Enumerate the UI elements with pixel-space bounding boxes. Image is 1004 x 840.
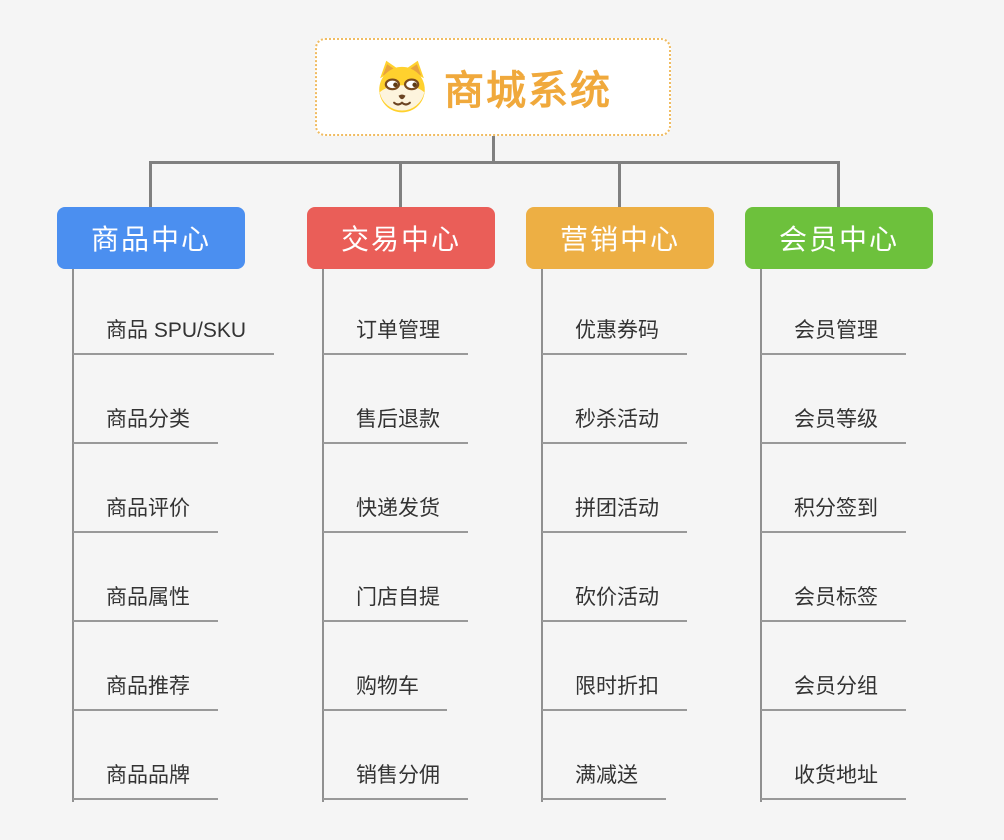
leaf-list: 订单管理 售后退款 快递发货 门店自提 购物车 销售分佣	[323, 266, 468, 800]
connector-stub	[837, 161, 840, 208]
dog-face-icon	[379, 60, 425, 113]
leaf-item[interactable]: 销售分佣	[323, 711, 468, 800]
leaf-label: 收货地址	[761, 759, 906, 800]
branch-node-product-center[interactable]: 商品中心	[57, 207, 245, 269]
branch-node-marketing-center[interactable]: 营销中心	[526, 207, 714, 269]
leaf-label: 商品评价	[73, 492, 218, 533]
leaf-item[interactable]: 会员分组	[761, 622, 906, 711]
leaf-item[interactable]: 门店自提	[323, 533, 468, 622]
leaf-label: 快递发货	[323, 492, 468, 533]
root-node[interactable]: 商城系统	[315, 38, 671, 136]
branch-node-trade-center[interactable]: 交易中心	[307, 207, 495, 269]
leaf-label: 商品品牌	[73, 759, 218, 800]
leaf-item[interactable]: 商品 SPU/SKU	[73, 266, 275, 355]
leaf-label: 拼团活动	[542, 492, 687, 533]
leaf-label: 订单管理	[323, 314, 468, 355]
leaf-item[interactable]: 售后退款	[323, 355, 468, 444]
leaf-label: 会员管理	[761, 314, 906, 355]
leaf-item[interactable]: 商品属性	[73, 533, 274, 622]
leaf-label: 商品分类	[73, 403, 218, 444]
leaf-item[interactable]: 会员等级	[761, 355, 906, 444]
leaf-item[interactable]: 收货地址	[761, 711, 906, 800]
connector-root-stub	[492, 136, 495, 164]
leaf-label: 满减送	[542, 759, 666, 800]
leaf-list: 优惠券码 秒杀活动 拼团活动 砍价活动 限时折扣 满减送	[542, 266, 687, 800]
leaf-item[interactable]: 满减送	[542, 711, 687, 800]
leaf-label: 会员等级	[761, 403, 906, 444]
leaf-item[interactable]: 商品推荐	[73, 622, 274, 711]
leaf-label: 商品属性	[73, 581, 218, 622]
leaf-item[interactable]: 拼团活动	[542, 444, 687, 533]
leaf-list: 商品 SPU/SKU 商品分类 商品评价 商品属性 商品推荐 商品品牌	[73, 266, 275, 800]
leaf-label: 限时折扣	[542, 670, 687, 711]
branch-label: 会员中心	[778, 224, 899, 255]
leaf-item[interactable]: 限时折扣	[542, 622, 687, 711]
leaf-item[interactable]: 商品评价	[73, 444, 274, 533]
leaf-item[interactable]: 订单管理	[323, 266, 468, 355]
leaf-label: 会员标签	[761, 581, 906, 622]
leaf-label: 销售分佣	[323, 759, 468, 800]
branch-label: 商品中心	[90, 224, 211, 255]
leaf-item[interactable]: 商品品牌	[73, 711, 274, 800]
leaf-label: 商品推荐	[73, 670, 218, 711]
leaf-item[interactable]: 秒杀活动	[542, 355, 687, 444]
branch-node-member-center[interactable]: 会员中心	[745, 207, 933, 269]
connector-horizontal	[149, 161, 840, 164]
root-title: 商城系统	[444, 69, 612, 113]
leaf-item[interactable]: 快递发货	[323, 444, 468, 533]
branch-label: 营销中心	[559, 224, 680, 255]
leaf-item[interactable]: 会员标签	[761, 533, 906, 622]
leaf-list: 会员管理 会员等级 积分签到 会员标签 会员分组 收货地址	[761, 266, 906, 800]
leaf-label: 积分签到	[761, 492, 906, 533]
leaf-label: 商品 SPU/SKU	[73, 314, 275, 355]
connector-stub	[399, 161, 402, 208]
leaf-label: 会员分组	[761, 670, 906, 711]
leaf-label: 门店自提	[323, 581, 468, 622]
leaf-item[interactable]: 商品分类	[73, 355, 274, 444]
leaf-item[interactable]: 砍价活动	[542, 533, 687, 622]
leaf-item[interactable]: 优惠券码	[542, 266, 687, 355]
leaf-label: 砍价活动	[542, 581, 687, 622]
leaf-label: 售后退款	[323, 403, 468, 444]
branch-label: 交易中心	[340, 224, 461, 255]
leaf-item[interactable]: 会员管理	[761, 266, 906, 355]
connector-stub	[149, 161, 152, 208]
leaf-item[interactable]: 积分签到	[761, 444, 906, 533]
leaf-item[interactable]: 购物车	[323, 622, 468, 711]
leaf-label: 优惠券码	[542, 314, 687, 355]
leaf-label: 购物车	[323, 670, 447, 711]
leaf-label: 秒杀活动	[542, 403, 687, 444]
connector-stub	[618, 161, 621, 208]
